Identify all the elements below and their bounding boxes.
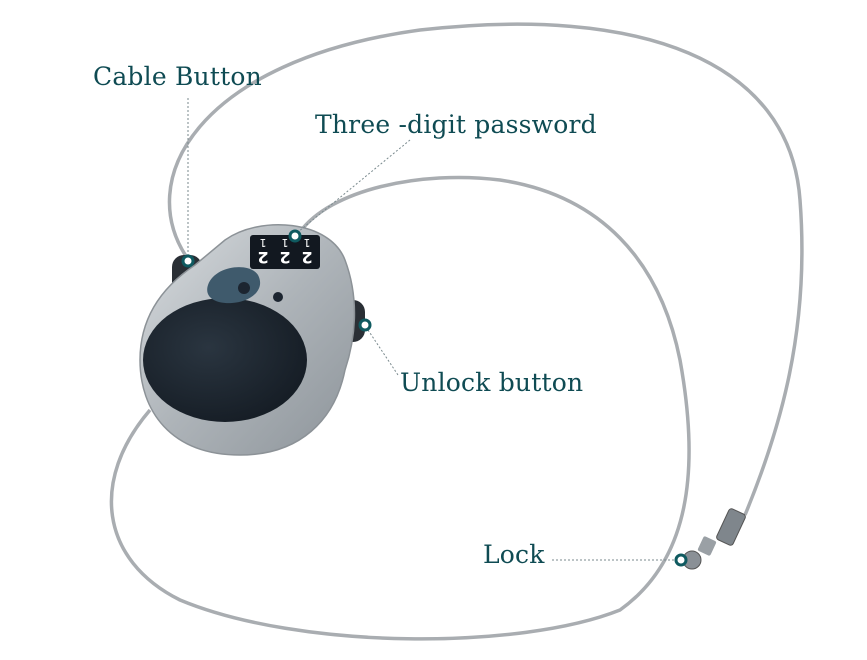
- label-lock: Lock: [483, 540, 545, 569]
- combination-dials: [250, 235, 320, 269]
- dial-digit: 2: [301, 248, 313, 267]
- steel-cable: [109, 22, 804, 641]
- label-three-digit-password: Three -digit password: [315, 110, 597, 139]
- dial-digit: 2: [257, 248, 269, 267]
- label-cable-button: Cable Button: [93, 62, 262, 91]
- lock-body: [139, 224, 365, 456]
- callout-markers: [181, 229, 688, 567]
- cable-lock-end: [682, 508, 746, 570]
- dial-digit: 2: [279, 248, 291, 267]
- label-unlock-button: Unlock button: [400, 368, 584, 397]
- leader-lines: [187, 98, 682, 561]
- combination-dial-digits: 2 2 2: [252, 248, 318, 267]
